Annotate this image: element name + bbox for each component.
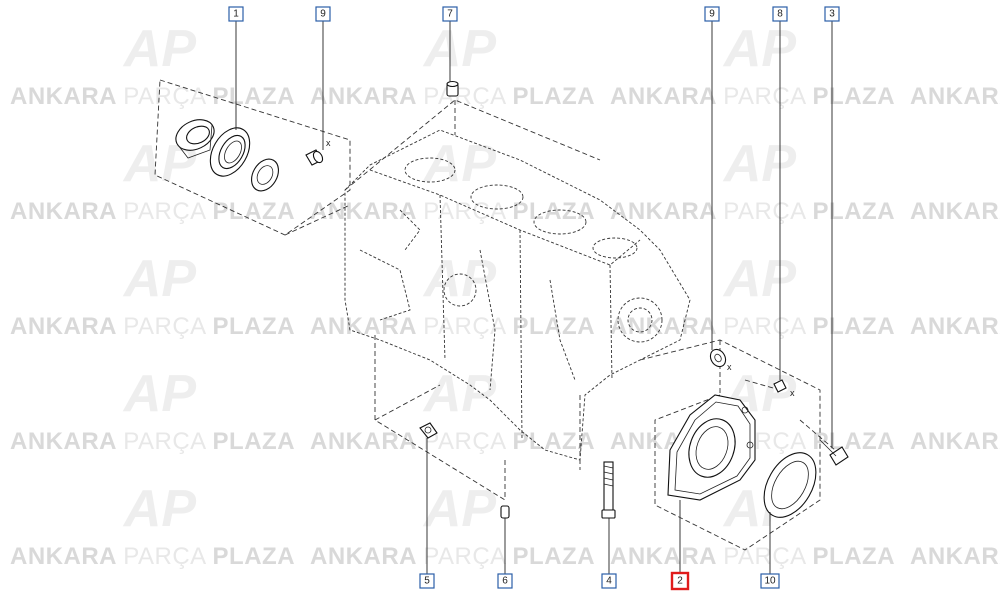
callout-2-highlighted[interactable]: 2 — [670, 571, 690, 591]
watermark-logo: AP — [122, 20, 197, 78]
callout-4[interactable]: 4 — [601, 573, 617, 589]
sleeve-part — [500, 505, 510, 519]
svg-text:8: 8 — [777, 9, 783, 20]
svg-text:3: 3 — [829, 9, 835, 20]
watermark-text: ANKARA PARÇA PLAZA — [910, 313, 1000, 340]
leader-lines — [235, 20, 833, 574]
watermark-logo: AP — [722, 135, 797, 193]
dowel-pin-left: x — [305, 138, 331, 166]
watermark-text: ANKARA PARÇA PLAZA — [610, 313, 895, 340]
long-bolt-part — [601, 461, 616, 519]
watermark-text: ANKARA PARÇA PLAZA — [310, 198, 595, 225]
watermark-text-rows: ANKARA PARÇA PLAZA ANKARA PARÇA PLAZA ANKA… — [10, 83, 1000, 570]
callout-10[interactable]: 10 — [760, 573, 780, 589]
watermark-logo: AP — [422, 135, 497, 193]
watermark-logo: AP — [722, 20, 797, 78]
callout-6[interactable]: 6 — [497, 573, 513, 589]
watermark-text: ANKARA PARÇA PLAZA — [910, 428, 1000, 455]
watermark-text: ANKARA PARÇA PLAZA — [310, 83, 595, 110]
watermark-logo: AP — [422, 250, 497, 308]
watermark-text: ANKARA PARÇA PLAZA — [10, 313, 295, 340]
callout-7[interactable]: 7 — [442, 6, 458, 22]
callout-9-left[interactable]: 9 — [315, 6, 331, 22]
seal-ring-part — [763, 452, 817, 518]
callout-5[interactable]: 5 — [419, 573, 435, 589]
watermark-text: ANKARA PARÇA PLAZA — [10, 428, 295, 455]
svg-text:2: 2 — [677, 576, 683, 587]
watermark-text: ANKARA PARÇA PLAZA — [10, 83, 295, 110]
watermark-logo: AP — [422, 480, 497, 538]
assembly-dashed-lines — [154, 79, 836, 551]
engine-block — [344, 129, 691, 461]
watermark-text: ANKARA PARÇA PLAZA — [610, 198, 895, 225]
x-mark-right-1: x — [727, 362, 732, 372]
callout-1[interactable]: 1 — [228, 6, 244, 22]
ring-part — [251, 158, 279, 192]
watermark-text: ANKARA PARÇA PLAZA — [10, 198, 295, 225]
svg-text:5: 5 — [424, 576, 430, 587]
bearing-shell-part — [175, 119, 215, 159]
svg-text:1: 1 — [233, 9, 239, 20]
watermark-text: ANKARA PARÇA PLAZA — [910, 198, 1000, 225]
svg-text:9: 9 — [709, 9, 715, 20]
bolt-part-left — [419, 422, 438, 439]
watermark-logo: AP — [122, 480, 197, 538]
callout-8[interactable]: 8 — [772, 6, 788, 22]
watermark-logo: AP — [422, 365, 497, 423]
watermark-logo: AP — [722, 250, 797, 308]
watermark-text: ANKARA PARÇA PLAZA — [910, 83, 1000, 110]
callout-boxes: 1 9 7 9 8 3 5 6 — [228, 6, 840, 591]
svg-text:10: 10 — [764, 576, 776, 587]
watermark-text: ANKARA PARÇA PLAZA — [610, 543, 895, 570]
watermark-text: ANKARA PARÇA PLAZA — [610, 428, 895, 455]
watermark-text: ANKARA PARÇA PLAZA — [310, 313, 595, 340]
pin-part: x — [773, 379, 795, 398]
watermark-logo: AP — [422, 20, 497, 78]
watermark-text: ANKARA PARÇA PLAZA — [310, 543, 595, 570]
svg-text:6: 6 — [502, 576, 508, 587]
watermark-logo: AP — [122, 365, 197, 423]
callout-3[interactable]: 3 — [824, 6, 840, 22]
watermark-text: ANKARA PARÇA PLAZA — [310, 428, 595, 455]
svg-text:9: 9 — [320, 9, 326, 20]
rear-seal-housing-part — [667, 394, 756, 501]
oil-seal-part — [209, 127, 251, 177]
watermark-text: ANKARA PARÇA PLAZA — [610, 83, 895, 110]
x-mark-left: x — [326, 138, 331, 148]
bolt-part-right — [819, 439, 849, 466]
plug-part — [446, 80, 459, 97]
watermark-text: ANKARA PARÇA PLAZA — [10, 543, 295, 570]
part-seal-kit-left — [175, 119, 279, 192]
svg-text:7: 7 — [447, 9, 453, 20]
watermark-text: ANKARA PARÇA PLAZA — [910, 543, 1000, 570]
watermark-logo: AP — [122, 250, 197, 308]
x-mark-right-2: x — [790, 388, 795, 398]
svg-text:4: 4 — [606, 576, 612, 587]
callout-9-right[interactable]: 9 — [704, 6, 720, 22]
dowel-pin-right: x — [709, 348, 732, 372]
